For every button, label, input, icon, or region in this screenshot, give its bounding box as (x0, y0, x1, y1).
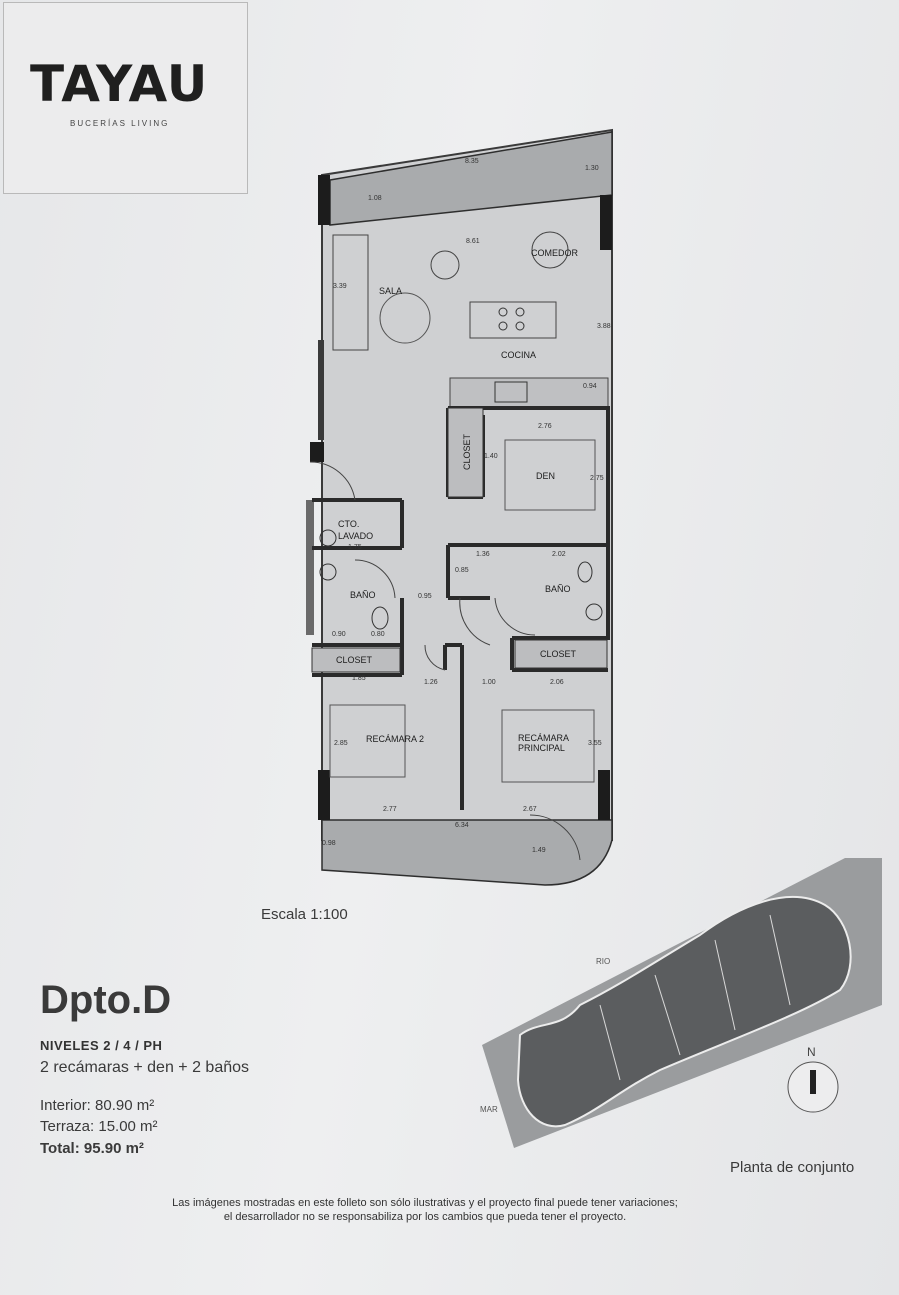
dim-label: 1.36 (476, 551, 490, 558)
room-cocina: COCINA (501, 350, 536, 360)
room-cto-lavado-2: LAVADO (338, 531, 373, 541)
compass-north-label: N (807, 1045, 816, 1059)
room-comedor: COMEDOR (531, 248, 579, 258)
room-bano-1: BAÑO (350, 590, 376, 600)
site-plan-caption: Planta de conjunto (730, 1159, 855, 1176)
dim-label: 1.85 (352, 675, 366, 682)
dim-label: 2.67 (523, 806, 537, 813)
dim-label: 2.75 (590, 475, 604, 482)
dim-label: 1.40 (484, 453, 498, 460)
wall-post (598, 770, 610, 820)
dim-label: 1.00 (482, 679, 496, 686)
dim-label: 0.85 (455, 567, 469, 574)
dim-label: 0.95 (418, 593, 432, 600)
dryer (319, 563, 337, 581)
disclaimer-line-1: Las imágenes mostradas en este folleto s… (172, 1197, 678, 1209)
room-den: DEN (536, 471, 555, 481)
dim-label: 0.94 (583, 383, 597, 390)
site-plan-building (516, 896, 852, 1128)
room-cto-lavado-1: CTO. (338, 519, 359, 529)
scale-label: Escala 1:100 (261, 906, 348, 923)
dim-label: 2.76 (538, 423, 552, 430)
wall-post (318, 175, 330, 225)
dim-label: 1.26 (424, 679, 438, 686)
compass-needle (810, 1070, 816, 1094)
disclaimer-line-2: el desarrollador no se responsabiliza po… (223, 1211, 627, 1223)
dining-table (531, 231, 569, 269)
room-recamara-principal-2: PRINCIPAL (518, 743, 565, 753)
bottom-terrace (321, 819, 613, 886)
dim-label: 1.30 (585, 165, 599, 172)
logo-box: TAYAU BUCERÍAS LIVING (3, 2, 248, 194)
room-bano-2: BAÑO (545, 584, 571, 594)
dim-label: 2.85 (334, 740, 348, 747)
dim-label: 1.08 (368, 195, 382, 202)
bed-den (504, 439, 596, 511)
room-recamara-2: RECÁMARA 2 (366, 734, 424, 744)
wall-post (600, 195, 612, 250)
dim-label: 3.55 (588, 740, 602, 747)
room-closet-1: CLOSET (336, 655, 373, 665)
bed-principal (501, 709, 595, 783)
closet-den (447, 407, 484, 498)
dim-label: 1.49 (532, 847, 546, 854)
area-interior: Interior: 80.90 m² (40, 1097, 155, 1114)
kitchen-island (469, 301, 557, 339)
dim-label: 0.98 (322, 840, 336, 847)
dim-label: 8.61 (466, 238, 480, 245)
washer (319, 529, 337, 547)
wall (318, 340, 324, 440)
sala-rug (379, 292, 431, 344)
shower-drain (585, 603, 603, 621)
closet-2 (514, 639, 608, 669)
wall-hatch (306, 500, 314, 635)
room-sala: SALA (379, 286, 402, 296)
dim-label: 2.06 (550, 679, 564, 686)
dim-label: 2.77 (383, 806, 397, 813)
dim-label: 8.35 (465, 158, 479, 165)
unit-title: Dpto.D (40, 978, 172, 1022)
room-recamara-principal-1: RECÁMARA (518, 733, 569, 743)
site-label-mar: MAR (480, 1105, 498, 1114)
unit-program: 2 recámaras + den + 2 baños (40, 1059, 250, 1076)
site-label-rio: RIO (596, 957, 611, 966)
dim-label: 3.88 (597, 323, 611, 330)
dim-label: 3.39 (333, 283, 347, 290)
unit-levels: NIVELES 2 / 4 / PH (40, 1038, 163, 1053)
bed-recamara-2 (329, 704, 406, 778)
brand-tagline: BUCERÍAS LIVING (70, 119, 170, 128)
dim-label: 6.34 (455, 822, 469, 829)
disclaimer: Las imágenes mostradas en este folleto s… (80, 1196, 770, 1224)
armchair (430, 250, 460, 280)
dim-label: 2.02 (552, 551, 566, 558)
toilet (371, 606, 389, 630)
room-closet-den: CLOSET (462, 433, 472, 470)
dim-label: 0.90 (332, 631, 346, 638)
kitchen-counter (449, 377, 609, 409)
room-closet-2: CLOSET (540, 649, 577, 659)
dim-label: 0.80 (371, 631, 385, 638)
closet-1 (311, 647, 401, 673)
dim-label: 1.75 (348, 544, 362, 551)
sofa (332, 234, 369, 351)
brand-logo: TAYAU (30, 55, 209, 113)
area-total: Total: 95.90 m² (40, 1140, 144, 1157)
wall-post (310, 442, 324, 462)
wall-post (318, 770, 330, 820)
toilet (577, 561, 593, 583)
area-terrace: Terraza: 15.00 m² (40, 1118, 158, 1135)
